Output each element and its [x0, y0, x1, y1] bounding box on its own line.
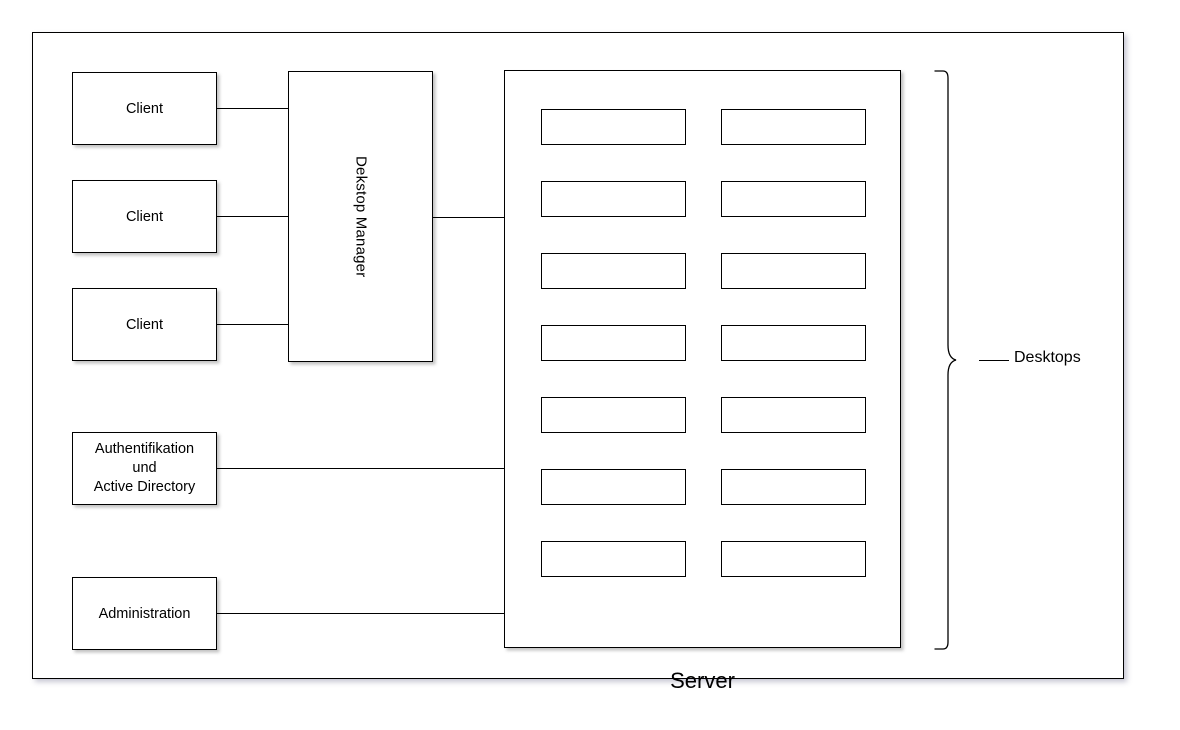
desktop-slot-2[interactable] — [721, 109, 866, 145]
connector-administration-to-server — [217, 613, 504, 615]
desktop-slot-8[interactable] — [721, 325, 866, 361]
connector-desktop-manager-to-server — [433, 217, 504, 219]
client-box-3[interactable]: Client — [72, 288, 217, 361]
desktop-slot-11[interactable] — [541, 469, 686, 505]
desktop-slot-14[interactable] — [721, 541, 866, 577]
desktop-slot-4[interactable] — [721, 181, 866, 217]
desktops-label: Desktops — [1014, 349, 1081, 366]
administration-box[interactable]: Administration — [72, 577, 217, 650]
connector-client2-to-desktop-manager — [217, 216, 288, 218]
client-box-2[interactable]: Client — [72, 180, 217, 253]
auth-label-line-1: Authentifikation — [94, 441, 195, 457]
administration-label: Administration — [98, 605, 191, 622]
desktop-slot-13[interactable] — [541, 541, 686, 577]
connector-client3-to-desktop-manager — [217, 324, 288, 326]
desktop-slot-3[interactable] — [541, 181, 686, 217]
client-label-2: Client — [125, 208, 164, 225]
desktop-slot-5[interactable] — [541, 253, 686, 289]
desktop-slot-12[interactable] — [721, 469, 866, 505]
server-box[interactable]: Server — [504, 70, 901, 693]
client-box-1[interactable]: Client — [72, 72, 217, 145]
desktops-leader-line — [979, 360, 1009, 362]
desktops-brace-icon — [934, 70, 957, 650]
desktop-manager-label: Dekstop Manager — [352, 155, 370, 278]
desktop-manager-box[interactable]: Dekstop Manager — [288, 71, 433, 362]
authentication-active-directory-box[interactable]: Authentifikation und Active Directory — [72, 432, 217, 505]
client-label-3: Client — [125, 316, 164, 333]
connector-client1-to-desktop-manager — [217, 108, 288, 110]
connector-auth-to-server — [217, 468, 504, 470]
desktop-slot-10[interactable] — [721, 397, 866, 433]
desktop-slot-9[interactable] — [541, 397, 686, 433]
server-label: Server — [670, 668, 735, 693]
auth-label-line-2: und — [132, 460, 157, 476]
desktop-slot-7[interactable] — [541, 325, 686, 361]
auth-label-line-3: Active Directory — [93, 479, 196, 495]
desktop-slot-6[interactable] — [721, 253, 866, 289]
desktop-slot-1[interactable] — [541, 109, 686, 145]
client-label-1: Client — [125, 100, 164, 117]
